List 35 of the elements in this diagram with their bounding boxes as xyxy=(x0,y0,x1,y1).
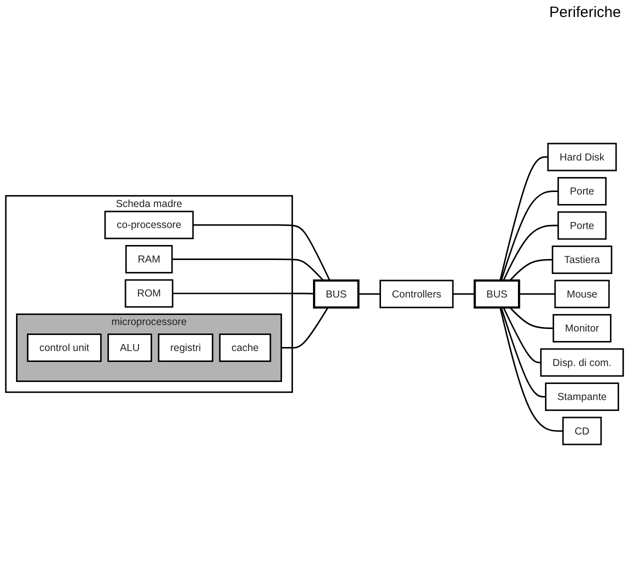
section-heading: Periferiche xyxy=(549,4,621,21)
node-box: ROM xyxy=(124,279,174,308)
connector xyxy=(499,156,548,281)
node-box: cache xyxy=(219,334,272,362)
node-box: Controllers xyxy=(380,280,454,308)
connector xyxy=(519,293,556,295)
node-box: Monitor xyxy=(552,314,612,342)
connector xyxy=(499,307,563,432)
node-box: Mouse xyxy=(554,280,610,308)
node-box: Porte xyxy=(557,211,607,240)
node-box: co-processore xyxy=(104,210,194,240)
node-box: control unit xyxy=(26,334,102,362)
node-box: Stampante xyxy=(544,382,620,411)
node-box: Porte xyxy=(557,177,607,206)
connector xyxy=(502,224,558,281)
connector xyxy=(502,307,541,364)
node-box: Disp. di com. xyxy=(540,348,624,377)
connector xyxy=(509,259,553,282)
connector xyxy=(509,306,554,329)
connector xyxy=(452,293,475,295)
connector xyxy=(281,307,329,348)
node-box: registri xyxy=(158,334,214,362)
node-box: Hard Disk xyxy=(547,142,617,172)
node-box: ALU xyxy=(107,334,152,362)
node-box: RAM xyxy=(125,245,173,274)
connector xyxy=(500,307,546,398)
node-box: CD xyxy=(562,416,602,446)
node-box: BUS xyxy=(313,279,360,309)
connector xyxy=(500,190,558,281)
connector xyxy=(193,224,330,281)
connector xyxy=(172,292,314,294)
node-box: BUS xyxy=(474,279,520,309)
connector xyxy=(358,293,380,295)
node-box: Tastiera xyxy=(552,246,612,274)
connector xyxy=(172,258,324,282)
